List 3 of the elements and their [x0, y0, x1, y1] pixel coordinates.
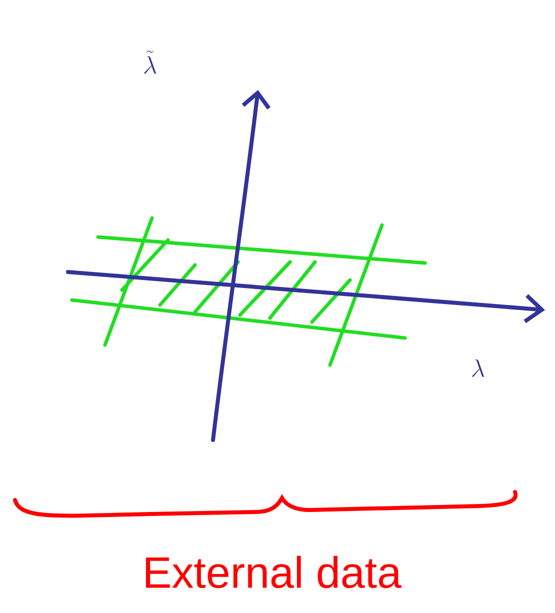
caption-text: External data [146, 556, 402, 588]
axis-label: $\lambda$ [472, 359, 484, 377]
axis-label: $\tilde{\lambda}$ [144, 50, 156, 74]
